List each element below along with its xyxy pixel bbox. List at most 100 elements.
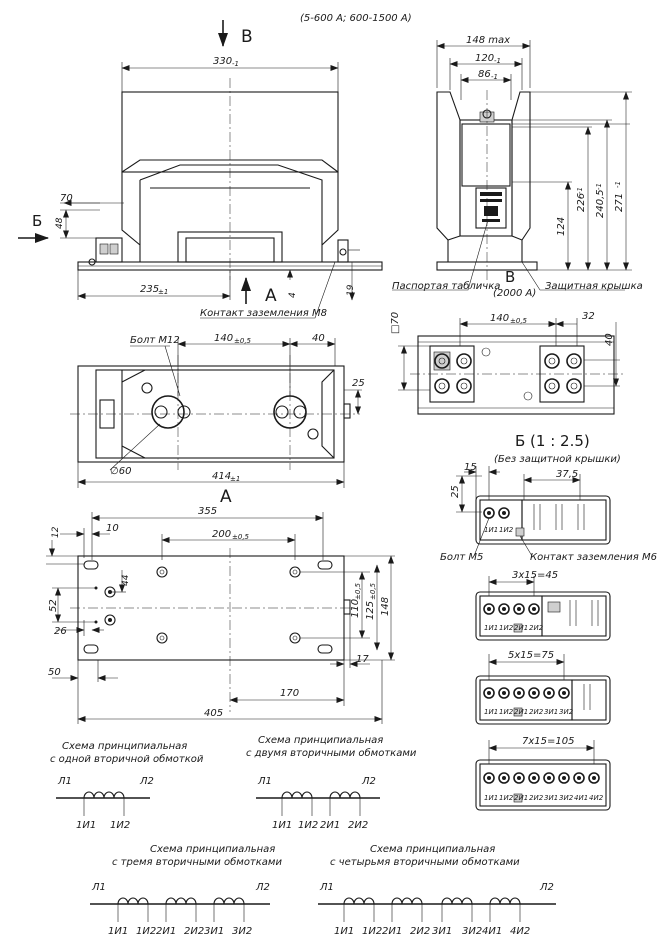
plan-dim-26: 26 (54, 626, 67, 637)
rt-dim-70: □70 (390, 312, 401, 334)
terminal-panel-1: 1И1 1И2 (475, 495, 611, 545)
view-label-a-plan: А (220, 487, 232, 507)
view-label-a: А (265, 286, 277, 306)
rt-dim-140: 140 (490, 313, 509, 324)
plan-dim-110-tol: ±0,5 (354, 582, 362, 600)
top-dim-40: 40 (312, 333, 325, 344)
detail-dim-15: 15 (464, 462, 477, 473)
s4-tap-3: 2И2 (410, 926, 430, 937)
plan-dim-148: 148 (380, 597, 391, 616)
detail-dim-45: 3x15=45 (512, 570, 558, 581)
s4-l2: Л2 (539, 882, 554, 893)
panel2-label-1: 1И2 (499, 624, 514, 632)
ground-m6-label: Контакт заземления М6 (530, 552, 657, 563)
side-dim-226-tol: -1 (576, 187, 584, 194)
panel4-label-6: 4И1 (574, 794, 588, 802)
panel2-label-2: 2И1 (514, 624, 528, 632)
panel3-label-0: 1И1 (484, 708, 498, 716)
panel2-label-3: 2И2 (529, 624, 544, 632)
plan-dim-200-tol: ±0,5 (232, 533, 250, 541)
nameplate (475, 187, 507, 229)
detail-dim-37: 37,5 (556, 469, 578, 480)
side-dim-271-tol: -1 (614, 181, 622, 188)
plan-dim-12: 12 (51, 526, 61, 538)
s4-tap-2: 2И1 (382, 926, 402, 937)
s3-title2: с тремя вторичными обмотками (112, 856, 282, 868)
side-view: 148 max 120 -1 86 -1 124 2 (392, 35, 643, 299)
terminal-panel-2: 1И1 1И2 2И1 2И2 (475, 591, 611, 641)
s2-title2: с двумя вторичными обмотками (246, 747, 417, 759)
s3-tap-1: 1И2 (136, 926, 156, 937)
panel3-label-4: 3И1 (544, 708, 558, 716)
terminal-panel-4: 1И1 1И2 2И1 2И2 3И1 3И2 4И1 4И2 (475, 759, 611, 811)
plan-dim-405: 405 (204, 708, 223, 719)
panel4-label-2: 2И1 (514, 794, 528, 802)
bolt-m12-label: Болт М12 (130, 335, 180, 346)
s4-title1: Схема принципиальная (370, 844, 495, 855)
plan-dim-200: 200 (212, 529, 231, 540)
top-dim-60: ∅60 (110, 466, 131, 477)
s4-tap-0: 1И1 (334, 926, 354, 937)
s4-title2: с четырьмя вторичными обмотками (330, 856, 520, 868)
plan-dim-17: 17 (356, 654, 369, 665)
s3-l2: Л2 (255, 882, 270, 893)
plan-dim-10: 10 (106, 523, 119, 534)
current-range-caption: (5-600 А; 600-1500 А) (300, 13, 412, 24)
nameplate-label: Паспортая табличка (392, 280, 500, 292)
protective-cover-label: Защитная крышка (545, 281, 643, 292)
terminal-face-view: □70 140 ±0,5 32 40 (390, 311, 625, 415)
panel4-label-1: 1И2 (499, 794, 514, 802)
rt-outline (417, 335, 615, 415)
plan-dim-125: 125 (365, 601, 376, 620)
s1-l1: Л1 (57, 776, 72, 787)
dim-48: 48 (55, 217, 65, 229)
side-dim-124: 124 (556, 217, 567, 236)
top-dim-414: 414 (212, 471, 231, 482)
top-dim-140: 140 (214, 333, 233, 344)
bolt-m5-label: Болт М5 (440, 552, 483, 563)
ground-contact-m8-label: Контакт заземления М8 (200, 308, 327, 319)
side-dim-148: 148 max (466, 35, 510, 46)
dim-19: 19 (346, 284, 356, 296)
s3-tap-4: 3И1 (204, 926, 224, 937)
current-2000-label: (2000 А) (493, 288, 536, 299)
s2-tap-0: 1И1 (272, 820, 292, 831)
detail-subtitle: (Без защитной крышки) (494, 454, 621, 465)
s4-tap-1: 1И2 (362, 926, 382, 937)
plan-dim-355: 355 (198, 506, 217, 517)
side-dim-120-tol: -1 (494, 57, 501, 65)
s3-tap-3: 2И2 (184, 926, 204, 937)
side-dim-120: 120 (475, 53, 494, 64)
plan-dim-110: 110 (350, 599, 361, 618)
terminal-panel-3: 1И1 1И2 2И1 2И2 3И1 3И2 (475, 675, 611, 725)
plan-dim-44: 44 (121, 574, 131, 586)
side-dim-271: 271 (614, 193, 625, 212)
detail-view-b: Б (1 : 2.5) (Без защитной крышки) 15 25 … (440, 432, 657, 811)
s4-tap-4: 3И1 (432, 926, 452, 937)
panel1-label-1: 1И2 (499, 526, 514, 534)
detail-dim-25: 25 (450, 485, 461, 498)
s2-l2: Л2 (361, 776, 376, 787)
scheme-one-winding: Схема принципиальная с одной вторичной о… (50, 741, 204, 831)
plan-dim-170: 170 (280, 688, 299, 699)
rt-dim-140-tol: ±0,5 (510, 317, 528, 325)
panel3-label-3: 2И2 (529, 708, 544, 716)
top-dim-414-tol: ±1 (230, 475, 240, 483)
view-label-be: Б (32, 212, 42, 230)
dim-235-tol: ±1 (158, 288, 168, 296)
detail-dim-105: 7x15=105 (522, 736, 574, 747)
s2-tap-1: 1И2 (298, 820, 318, 831)
s3-tap-5: 3И2 (232, 926, 252, 937)
panel3-label-1: 1И2 (499, 708, 514, 716)
panel1-label-0: 1И1 (484, 526, 498, 534)
scheme-four-windings: Схема принципиальная с четырьмя вторичны… (318, 844, 556, 937)
dim-70: 70 (60, 193, 73, 204)
side-dim-240-tol: -1 (595, 183, 603, 190)
plan-dim-50: 50 (48, 667, 61, 678)
s3-tap-0: 1И1 (108, 926, 128, 937)
front-view: В 330 -1 Б 70 4 (18, 20, 383, 319)
s2-tap-3: 2И2 (348, 820, 368, 831)
panel3-label-5: 3И2 (559, 708, 574, 716)
plan-dim-125-tol: ±0,5 (369, 582, 377, 600)
s1-title2: с одной вторичной обмоткой (50, 753, 204, 765)
